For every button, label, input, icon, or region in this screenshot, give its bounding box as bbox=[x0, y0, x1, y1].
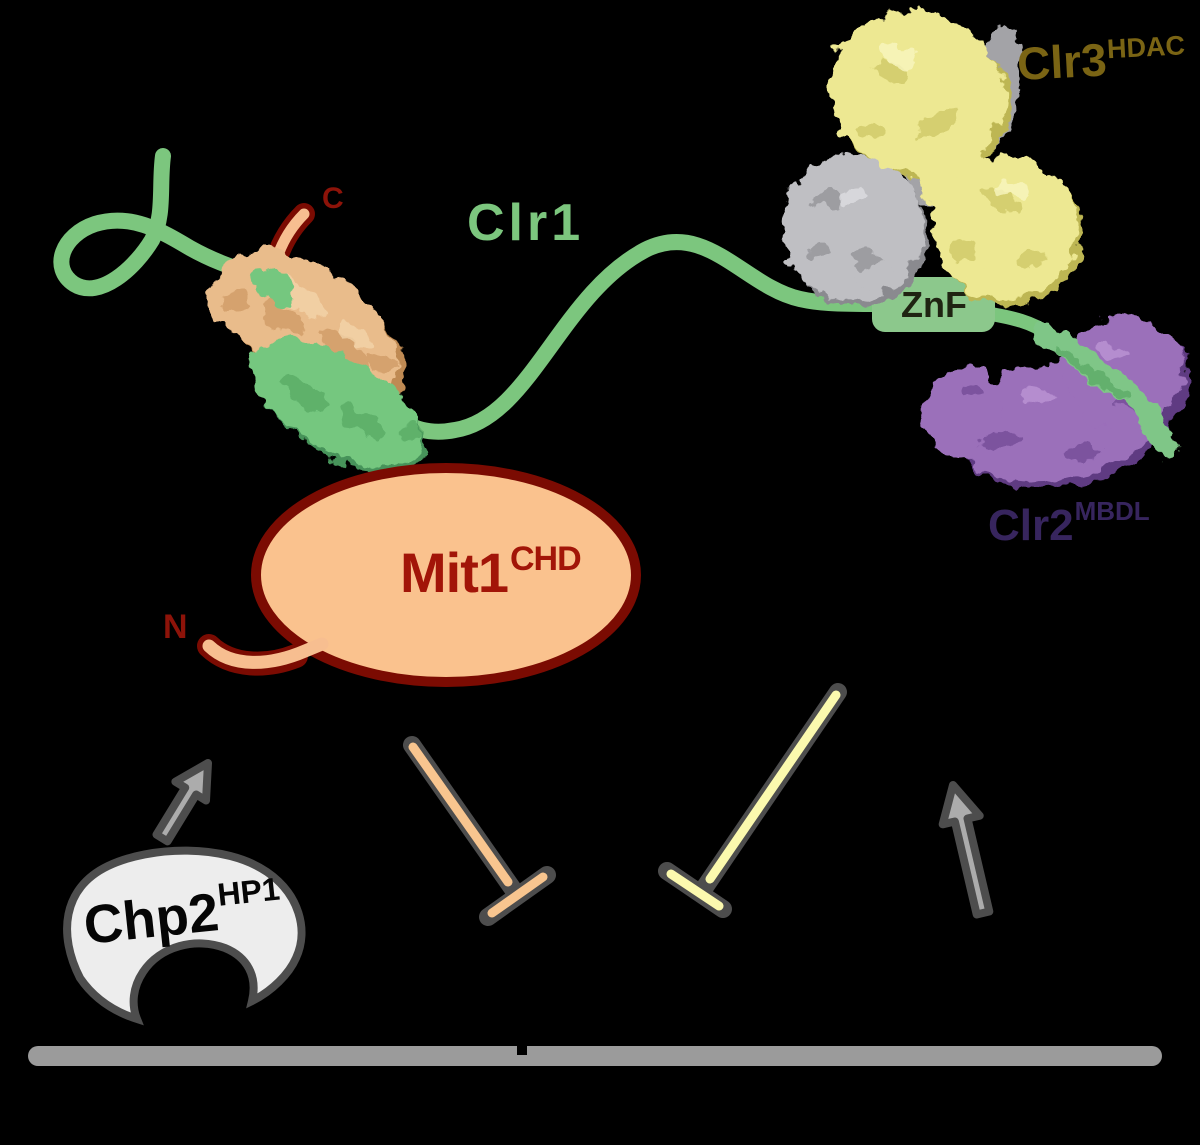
activation-arrow-right bbox=[938, 781, 994, 919]
mit1-ellipse bbox=[251, 463, 641, 687]
tbar-orange-fill bbox=[408, 742, 548, 918]
chp2-label: Chp2HP1 bbox=[80, 871, 284, 956]
chp2-label-sup: HP1 bbox=[216, 871, 282, 913]
clr3-znf-overlap-patches bbox=[856, 264, 1007, 296]
n-terminus-label: N bbox=[163, 608, 188, 646]
clr3-gray-protein bbox=[783, 156, 923, 300]
znf-box bbox=[872, 277, 995, 332]
clr2-green-peptide-shade bbox=[1056, 348, 1130, 404]
yellow-overlap-patch bbox=[963, 268, 1007, 296]
clr3-label-base: Clr3 bbox=[1016, 33, 1108, 90]
activation-arrow-left bbox=[152, 759, 212, 846]
n-tail-fill bbox=[202, 637, 329, 669]
gray-overlap-patch bbox=[856, 264, 900, 290]
chp2-crescent-group: Chp2HP1 bbox=[63, 846, 306, 1026]
tbar-yellow-fill bbox=[666, 690, 841, 911]
inhibition-tbar-yellow bbox=[658, 683, 847, 918]
inhibition-tbar-orange bbox=[403, 736, 556, 926]
clr3-label-sup: HDAC bbox=[1106, 30, 1185, 64]
chp2-label-base: Chp2 bbox=[81, 882, 222, 956]
clr1-mit1-protein-module bbox=[208, 249, 426, 474]
mit1-label-sup: CHD bbox=[510, 540, 581, 578]
mit1-label-base: Mit1 bbox=[400, 541, 508, 604]
clr2-purple-highlight bbox=[1022, 343, 1124, 404]
mit1-label: Mit1CHD bbox=[400, 540, 581, 604]
clr3-label: Clr3HDAC bbox=[1016, 29, 1187, 90]
clr2-green-peptide bbox=[1031, 321, 1177, 459]
clr3-texture-dark bbox=[856, 59, 1048, 270]
tan-protein-texture bbox=[222, 292, 398, 371]
clr1-label: Clr1 bbox=[467, 194, 584, 252]
chp2-crescent bbox=[63, 846, 306, 1026]
clr2-label-sup: MBDL bbox=[1075, 496, 1150, 526]
chromatin-bar bbox=[28, 1046, 1162, 1066]
green-protein-texture bbox=[280, 376, 424, 440]
clr3-protein-cluster bbox=[783, 11, 1082, 306]
clr2-label: Clr2MBDL bbox=[988, 496, 1150, 550]
c-terminus-label: C bbox=[322, 182, 344, 215]
bar-notch bbox=[517, 1046, 527, 1055]
znf-label: ZnF bbox=[901, 284, 967, 325]
clr2-label-base: Clr2 bbox=[988, 501, 1074, 550]
clr2-protein-cluster bbox=[921, 316, 1188, 490]
clr3-highlights bbox=[840, 45, 1026, 202]
mit1-n-tail bbox=[197, 634, 329, 676]
